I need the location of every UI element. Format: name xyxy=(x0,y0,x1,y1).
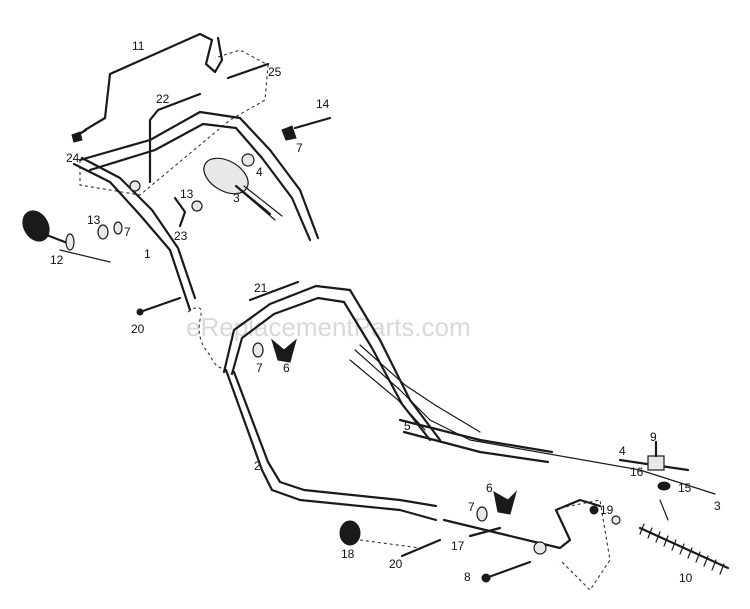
callout-12: 12 xyxy=(50,253,64,267)
nut-19b xyxy=(611,515,621,525)
washer-7-left xyxy=(113,221,123,235)
washer-7-lower xyxy=(476,506,488,522)
bracket-23 xyxy=(173,196,187,228)
lower-handle-side xyxy=(224,368,438,522)
washer-12 xyxy=(65,233,75,251)
bolt-20-head xyxy=(136,308,144,316)
callout-15: 15 xyxy=(678,481,692,495)
pin-25 xyxy=(226,62,270,80)
callout-6-mid: 6 xyxy=(283,361,290,375)
bail-rod-11 xyxy=(83,32,224,132)
clip-24 xyxy=(71,131,83,143)
lower-handle-top xyxy=(222,284,442,442)
cable-5-long xyxy=(469,439,716,495)
cable-5a xyxy=(354,349,471,441)
callout-7-upper: 7 xyxy=(296,141,303,155)
cable-5c xyxy=(349,359,426,431)
callout-13-left: 13 xyxy=(87,213,101,227)
callout-9: 9 xyxy=(650,430,657,444)
callout-7-lower: 7 xyxy=(468,500,475,514)
washer-15 xyxy=(657,481,671,491)
clamp-16 xyxy=(647,455,665,471)
spring-10-coils xyxy=(639,523,725,575)
clamp-4-upper xyxy=(241,153,255,167)
callout-labels: 11 25 22 14 24 7 4 13 3 23 13 7 12 1 21 … xyxy=(50,39,721,585)
knob-6-lower xyxy=(493,490,517,515)
nut-13-upper xyxy=(191,200,203,212)
watermark-text: eReplacementParts.com xyxy=(186,312,471,342)
bolt-14 xyxy=(293,116,332,130)
callout-16: 16 xyxy=(630,465,644,479)
callout-25: 25 xyxy=(268,65,282,79)
deck-outline xyxy=(559,499,611,591)
bracket-piece xyxy=(659,499,669,521)
cable-12 xyxy=(59,249,111,263)
upper-handle-top-inner xyxy=(88,122,312,242)
callout-1: 1 xyxy=(144,247,151,261)
callout-13-upper: 13 xyxy=(180,187,194,201)
upper-handle-left-inner xyxy=(80,156,197,300)
callout-3-upper: 3 xyxy=(233,191,240,205)
lower-handle-top-inner xyxy=(230,296,432,442)
bolt-20-lower xyxy=(400,538,442,558)
lower-arm-right xyxy=(398,418,554,454)
callout-14: 14 xyxy=(316,97,330,111)
upper-handle-top xyxy=(78,110,320,240)
rod-21 xyxy=(248,280,300,302)
callout-19: 19 xyxy=(600,503,614,517)
bolt-8 xyxy=(484,560,532,580)
lower-arm-right-inner xyxy=(402,430,550,464)
pivot-bolt xyxy=(533,541,547,555)
callout-18: 18 xyxy=(341,547,355,561)
callout-17: 17 xyxy=(451,539,465,553)
callout-2: 2 xyxy=(254,459,261,473)
callout-11: 11 xyxy=(132,39,145,53)
knob-12 xyxy=(22,210,50,242)
bolt-20-upper xyxy=(138,296,182,314)
nut-19 xyxy=(589,505,599,515)
knob-6-mid xyxy=(271,338,297,363)
callout-24: 24 xyxy=(66,151,80,165)
spring-10-axis xyxy=(638,526,730,570)
callout-20-lower: 20 xyxy=(389,557,403,571)
bolt-8-head xyxy=(481,573,491,583)
washer-7-mid xyxy=(252,342,264,358)
upper-handle-left xyxy=(72,162,192,312)
knob-7-upper xyxy=(281,125,297,141)
callout-4-lower: 4 xyxy=(619,444,626,458)
callout-4-upper: 4 xyxy=(256,165,263,179)
control-cable-b xyxy=(239,185,283,221)
cable-5b xyxy=(359,344,481,433)
upper-outline xyxy=(79,49,269,196)
callout-3-lower: 3 xyxy=(714,499,721,513)
washer-24 xyxy=(129,180,141,192)
callout-5: 5 xyxy=(404,419,411,433)
upper-to-lower-dash xyxy=(187,306,227,369)
callout-21: 21 xyxy=(254,281,268,295)
nut-13-left xyxy=(97,224,109,240)
knob-18 xyxy=(339,520,361,546)
callout-8: 8 xyxy=(464,570,471,584)
knob-18-dash xyxy=(359,539,421,549)
callout-23: 23 xyxy=(174,229,188,243)
callout-7-mid: 7 xyxy=(256,361,263,375)
callout-10: 10 xyxy=(679,571,693,585)
callout-6-lower: 6 xyxy=(486,481,493,495)
lower-handle-side-inner xyxy=(232,370,438,508)
bolt-17 xyxy=(468,526,502,538)
callout-22: 22 xyxy=(156,92,170,106)
callout-7-left: 7 xyxy=(124,225,131,239)
callout-20-upper: 20 xyxy=(131,322,145,336)
